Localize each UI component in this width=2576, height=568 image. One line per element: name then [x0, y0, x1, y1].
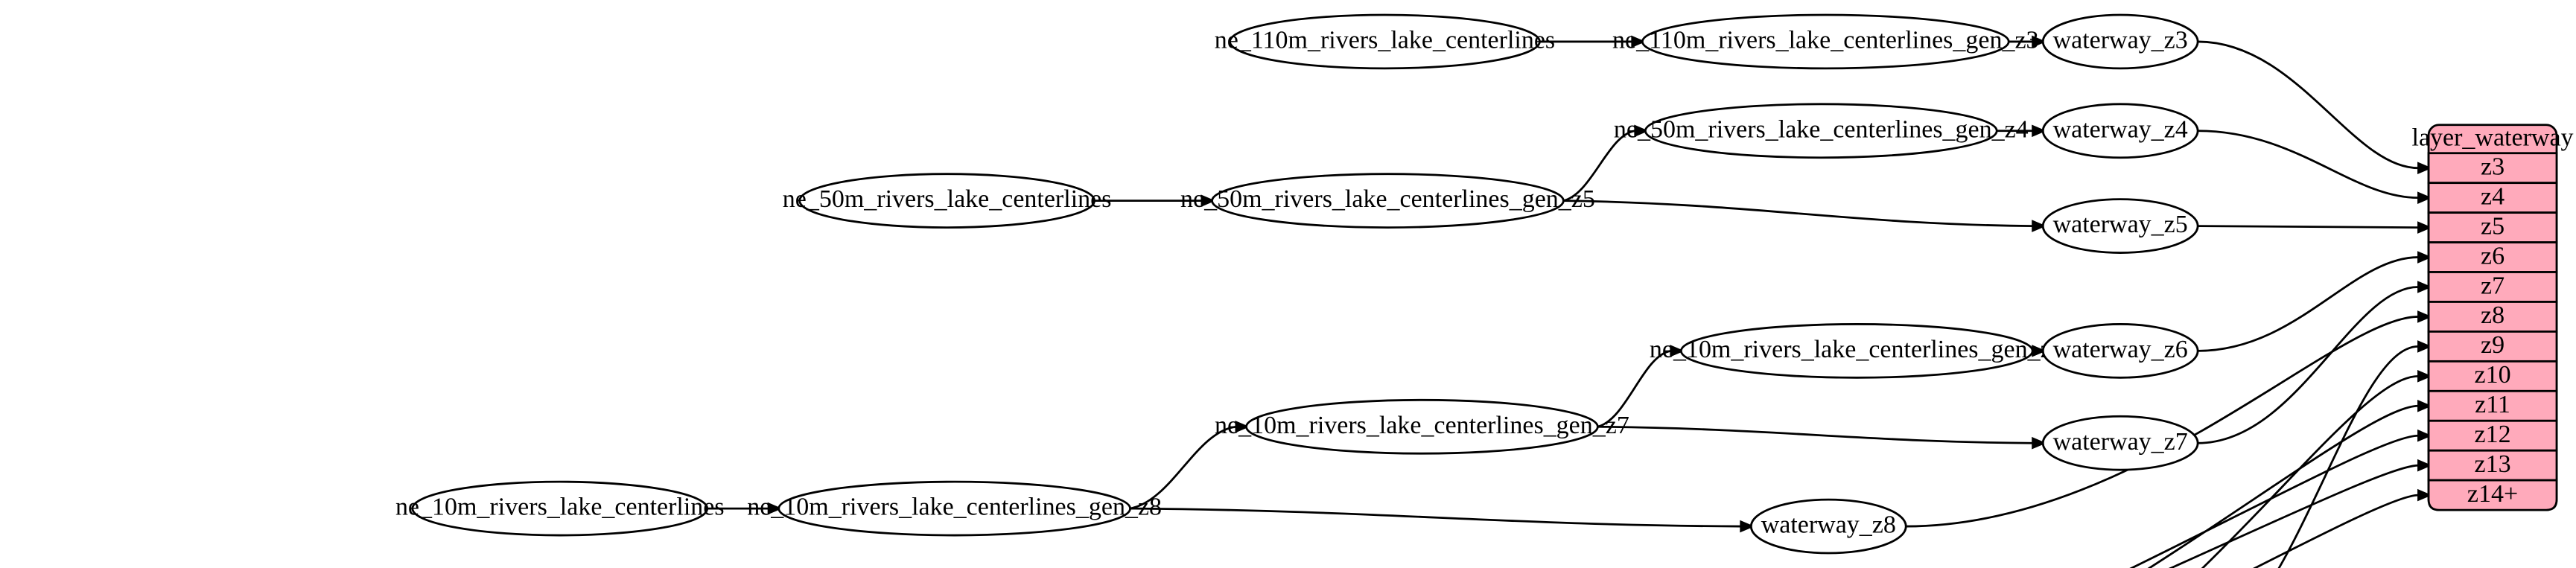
record-row-z10[interactable]	[2427, 360, 2558, 392]
graph-edge	[2252, 494, 2419, 568]
edge-arrowhead	[2417, 488, 2432, 502]
edge-arrowhead	[1200, 194, 1216, 207]
record-node-layer-waterway[interactable]: layer_waterwayz3z4z5z6z7z8z9z10z11z12z13…	[2412, 124, 2574, 511]
graph-node-ne50_z5[interactable]: ne_50m_rivers_lake_centerlines_gen_z5	[1180, 173, 1595, 229]
edge-arrowhead	[1631, 35, 1646, 48]
node-shape[interactable]	[1679, 323, 2034, 379]
graph-edge	[1562, 130, 1635, 202]
edge-arrowhead	[1634, 124, 1649, 138]
record-row-z6[interactable]	[2427, 241, 2558, 273]
record-row-z9[interactable]	[2427, 331, 2558, 363]
node-shape[interactable]	[1644, 103, 1998, 159]
graph-node-ne10_z8[interactable]: ne_10m_rivers_lake_centerlines_gen_z8	[747, 480, 1162, 537]
graph-edge	[2147, 404, 2419, 568]
graph-node-ne110[interactable]: ne_110m_rivers_lake_centerlines	[1215, 13, 1555, 70]
graph-edge	[2198, 286, 2419, 444]
record-row-z8[interactable]	[2427, 301, 2558, 333]
record-row-z7[interactable]	[2427, 271, 2558, 303]
graph-edge	[1563, 200, 2033, 228]
graph-edge	[1597, 425, 2033, 444]
node-shape[interactable]	[2041, 103, 2199, 159]
edge-arrowhead	[1670, 345, 1685, 357]
graph-node-ne50[interactable]: ne_50m_rivers_lake_centerlines	[783, 173, 1112, 229]
node-shape[interactable]	[1245, 398, 1599, 455]
edge-arrowhead	[2417, 399, 2432, 412]
graph-node-w_z5[interactable]: waterway_z5	[2041, 198, 2199, 254]
graph-node-w_z7[interactable]: waterway_z7	[2041, 415, 2199, 471]
node-shape[interactable]	[798, 173, 1095, 229]
edge-arrowhead	[2417, 370, 2432, 383]
node-shape[interactable]	[1211, 173, 1565, 229]
graph-node-w_z4[interactable]: waterway_z4	[2041, 103, 2199, 159]
graph-edge	[2198, 130, 2419, 200]
node-shape[interactable]	[2041, 13, 2199, 70]
edge-arrowhead	[2417, 191, 2432, 204]
node-shape[interactable]	[777, 480, 1131, 537]
graph-edge	[1130, 425, 1236, 510]
edge-arrowhead	[2032, 220, 2047, 232]
graph-edge	[2198, 225, 2419, 229]
graph-edge	[2198, 40, 2419, 170]
record-row-z12[interactable]	[2427, 419, 2558, 452]
node-shape[interactable]	[2041, 415, 2199, 471]
graph-node-ne10[interactable]: ne_10m_rivers_lake_centerlines	[395, 480, 725, 537]
graph-edge	[2168, 464, 2419, 568]
edge-arrowhead	[2417, 251, 2432, 264]
graph-edge	[2198, 256, 2419, 352]
node-shape[interactable]	[1749, 498, 1907, 555]
edge-arrowhead	[2032, 124, 2047, 138]
graph-node-w_z3[interactable]: waterway_z3	[2041, 13, 2199, 70]
node-shape[interactable]	[1229, 13, 1541, 70]
edge-arrowhead	[2417, 310, 2432, 323]
node-layer: imposm3osm_waterway_linestringosm_import…	[395, 13, 2574, 555]
record-row-z3[interactable]	[2427, 152, 2558, 185]
record-row-z4[interactable]	[2427, 182, 2558, 214]
edge-arrowhead	[2032, 436, 2047, 450]
record-row-z11[interactable]	[2427, 389, 2558, 422]
graph-edge	[2277, 345, 2419, 568]
edge-arrowhead	[1235, 420, 1250, 433]
edge-arrowhead	[2417, 162, 2432, 175]
node-shape[interactable]	[2041, 323, 2199, 379]
record-row-z5[interactable]	[2427, 211, 2558, 243]
node-shape[interactable]	[2041, 198, 2199, 254]
graph-node-ne10_z7[interactable]: ne_10m_rivers_lake_centerlines_gen_z7	[1215, 398, 1629, 455]
edge-arrowhead	[2417, 221, 2432, 234]
node-shape[interactable]	[411, 480, 709, 537]
graph-node-ne10_z6[interactable]: ne_10m_rivers_lake_centerlines_gen_z6	[1650, 323, 2064, 379]
graph-edge	[1597, 350, 1671, 428]
graph-edge	[1130, 507, 1741, 528]
edge-arrowhead	[2417, 340, 2432, 353]
graph-edge	[1906, 316, 2419, 528]
graph-node-w_z6[interactable]: waterway_z6	[2041, 323, 2199, 379]
edge-layer	[707, 35, 2432, 568]
graph-node-w_z8[interactable]: waterway_z8	[1749, 498, 1907, 555]
node-shape[interactable]	[1641, 13, 2010, 70]
edge-arrowhead	[2417, 459, 2432, 472]
graph-edge	[2201, 374, 2419, 568]
edge-arrowhead	[767, 502, 783, 515]
graph-node-ne110_z3[interactable]: ne_110m_rivers_lake_centerlines_gen_z3	[1612, 13, 2039, 70]
edge-arrowhead	[2032, 35, 2047, 48]
record-row-z14+[interactable]	[2427, 479, 2558, 511]
record-row-z13[interactable]	[2427, 449, 2558, 482]
edge-arrowhead	[2417, 429, 2432, 442]
edge-arrowhead	[2417, 281, 2432, 293]
graph-edge	[2129, 434, 2419, 568]
edge-arrowhead	[1740, 520, 1755, 533]
graph-node-ne50_z4[interactable]: ne_50m_rivers_lake_centerlines_gen_z4	[1614, 103, 2029, 159]
